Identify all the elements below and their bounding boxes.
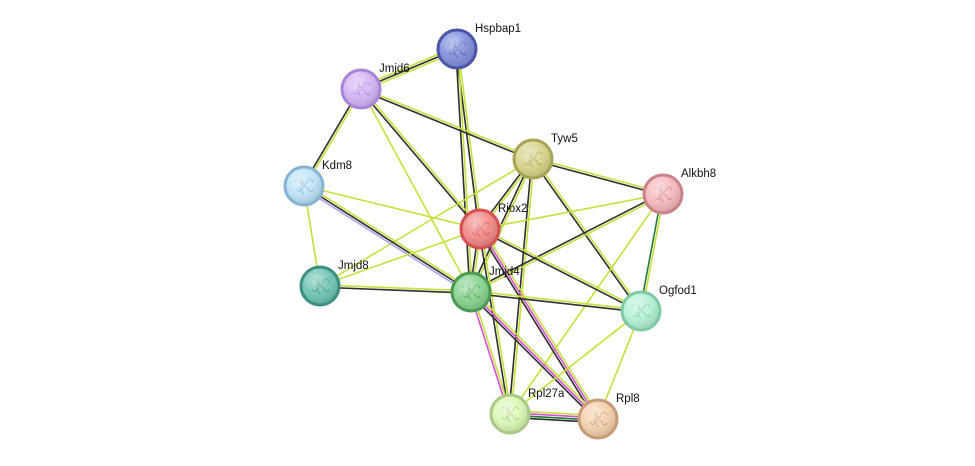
edge-alkbh8-jmjd4[interactable] [469, 192, 665, 294]
edge-channel-textmining [319, 228, 481, 287]
node-label-rpl27a: Rpl27a [528, 388, 565, 400]
node-riox2[interactable]: Riox2 [459, 203, 527, 250]
edge-channel-textmining [360, 88, 472, 293]
node-gloss [453, 274, 489, 310]
edge-channel-coexpression [359, 88, 480, 231]
edge-jmjd6-tyw5[interactable] [359, 87, 535, 161]
edge-channel-coexpression [531, 158, 641, 313]
node-gloss [492, 396, 528, 432]
edge-channel-textmining [470, 290, 642, 311]
node-label-hspbap1: Hspbap1 [475, 23, 521, 35]
node-label-riox2: Riox2 [498, 203, 527, 215]
node-label-alkbh8: Alkbh8 [681, 168, 716, 180]
edge-channel-textmining [510, 158, 535, 415]
edge-channel-coexpression [470, 292, 642, 313]
edge-channel-textmining [471, 290, 512, 415]
node-gloss [515, 141, 551, 177]
node-label-jmjd4: Jmjd4 [489, 266, 520, 278]
edge-jmjd4-rpl27a[interactable] [469, 290, 512, 416]
node-label-tyw5: Tyw5 [551, 133, 578, 145]
edge-channel-coexpression [478, 229, 642, 313]
edge-tyw5-alkbh8[interactable] [531, 157, 665, 196]
edge-channel-textmining [360, 87, 535, 159]
edge-riox2-ogfod1[interactable] [478, 227, 643, 313]
edge-jmjd8-jmjd4[interactable] [319, 284, 472, 294]
edge-channel-experiments [469, 291, 510, 416]
edge-jmjd4-rpl8[interactable] [468, 289, 601, 422]
edge-hspbap1-jmjd4[interactable] [455, 48, 473, 293]
edge-tyw5-rpl27a[interactable] [508, 158, 535, 415]
edge-channel-coexpression [303, 185, 472, 293]
edge-channel-textmining [457, 48, 482, 230]
edge-ogfod1-rpl27a[interactable] [509, 310, 642, 415]
edge-channel-homology [301, 187, 471, 295]
edge-channel-coexpression [478, 228, 510, 415]
node-alkbh8[interactable]: Alkbh8 [642, 168, 716, 215]
edge-channel-experiments [479, 228, 599, 420]
edge-channel-coexpression [455, 48, 471, 293]
edge-channel-textmining [304, 183, 474, 291]
edge-channel-textmining [479, 193, 664, 230]
edge-channel-textmining [470, 194, 665, 294]
edge-channel-textmining [509, 310, 642, 415]
edge-channel-textmining [532, 157, 665, 194]
edge-kdm8-riox2[interactable] [303, 185, 481, 230]
edge-channel-textmining [361, 87, 482, 230]
node-jmjd6[interactable]: Jmjd6 [340, 63, 410, 110]
node-gloss [286, 168, 322, 204]
node-label-kdm8: Kdm8 [322, 160, 352, 172]
edge-channel-coexpression [531, 159, 664, 196]
edge-channel-textmining [319, 284, 472, 292]
edge-jmjd4-ogfod1[interactable] [470, 290, 642, 313]
node-rpl8[interactable]: Rpl8 [577, 393, 640, 440]
edge-channel-textmining [481, 226, 601, 419]
edge-jmjd6-jmjd4[interactable] [360, 88, 472, 293]
edge-channel-textmining [471, 158, 535, 294]
edge-layer [301, 46, 665, 424]
node-gloss [439, 31, 475, 67]
edge-channel-textmining [479, 227, 643, 311]
edge-channel-coexpression [469, 192, 664, 292]
node-jmjd8[interactable]: Jmjd8 [299, 260, 369, 307]
edge-channel-textmining [319, 158, 534, 287]
node-gloss [580, 401, 616, 437]
edge-channel-coexpression [468, 292, 598, 422]
edge-channel-textmining [457, 48, 473, 293]
edge-channel-experiments [470, 291, 599, 420]
node-gloss [302, 268, 338, 304]
node-label-jmjd6: Jmjd6 [379, 63, 410, 75]
edge-channel-coexpression [477, 229, 597, 422]
node-gloss [645, 176, 681, 212]
node-gloss [462, 211, 498, 247]
edge-channel-coexpression [359, 89, 534, 161]
edge-channel-textmining [471, 289, 601, 419]
edge-riox2-jmjd8[interactable] [319, 228, 481, 287]
node-gloss [343, 71, 379, 107]
edge-channel-textmining [303, 185, 481, 230]
node-kdm8[interactable]: Kdm8 [283, 160, 352, 207]
edge-alkbh8-riox2[interactable] [479, 193, 664, 230]
node-gloss [623, 293, 659, 329]
edge-kdm8-jmjd4[interactable] [301, 183, 474, 295]
node-rpl27a[interactable]: Rpl27a [489, 388, 565, 435]
node-ogfod1[interactable]: Ogfod1 [620, 285, 697, 332]
edge-jmjd6-riox2[interactable] [359, 87, 482, 231]
node-label-rpl8: Rpl8 [616, 393, 640, 405]
edge-tyw5-jmjd8[interactable] [319, 158, 534, 287]
edge-riox2-rpl8[interactable] [477, 226, 601, 422]
edge-channel-coexpression [508, 158, 533, 415]
edge-tyw5-ogfod1[interactable] [531, 157, 643, 313]
node-jmjd4[interactable]: Jmjd4 [450, 266, 520, 313]
node-label-ogfod1: Ogfod1 [659, 285, 697, 297]
node-hspbap1[interactable]: Hspbap1 [436, 23, 521, 70]
node-label-jmjd8: Jmjd8 [338, 260, 369, 272]
edge-channel-coexpression [319, 286, 472, 294]
node-tyw5[interactable]: Tyw5 [512, 133, 578, 180]
